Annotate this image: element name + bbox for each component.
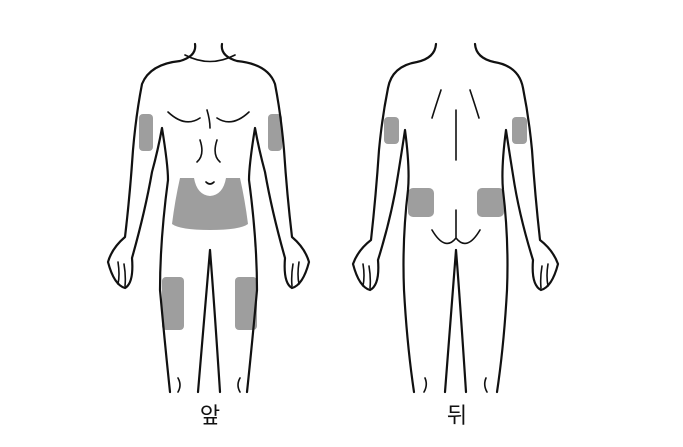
front-abdomen-zone	[172, 178, 248, 230]
back-body-figure	[353, 44, 558, 392]
front-left-arm-zone	[139, 114, 153, 151]
back-right-buttock-zone	[477, 188, 504, 217]
back-label: 뒤	[427, 404, 487, 430]
back-left-arm-zone	[384, 117, 399, 144]
front-body-figure	[108, 44, 309, 392]
front-left-thigh-zone	[162, 277, 184, 330]
front-label: 앞	[180, 404, 240, 430]
back-right-arm-zone	[512, 117, 527, 144]
back-left-buttock-zone	[408, 188, 434, 217]
